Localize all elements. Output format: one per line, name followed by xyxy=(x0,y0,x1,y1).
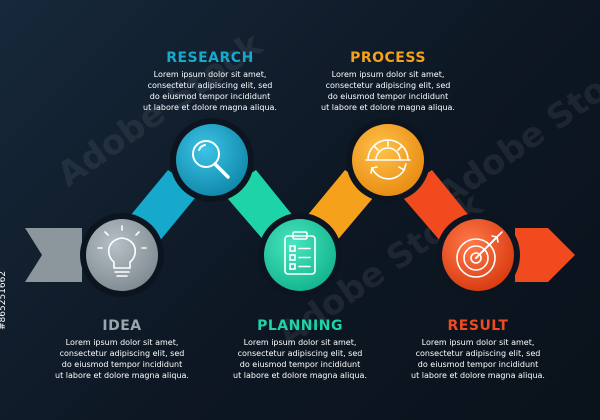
magnifier-icon xyxy=(192,140,230,179)
step-desc-idea: Lorem ipsum dolor sit amet, consectetur … xyxy=(55,338,189,380)
step-desc-process: Lorem ipsum dolor sit amet, consectetur … xyxy=(321,70,455,112)
circle-idea xyxy=(86,219,158,291)
step-desc-planning: Lorem ipsum dolor sit amet, consectetur … xyxy=(233,338,367,380)
step-title-process: PROCESS xyxy=(350,50,426,66)
step-title-research: RESEARCH xyxy=(166,50,254,66)
circle-planning xyxy=(264,219,336,291)
step-result: RESULT Lorem ipsum dolor sit amet, conse… xyxy=(388,318,568,381)
step-research: RESEARCH Lorem ipsum dolor sit amet, con… xyxy=(120,50,300,113)
step-desc-result: Lorem ipsum dolor sit amet, consectetur … xyxy=(411,338,545,380)
step-process: PROCESS Lorem ipsum dolor sit amet, cons… xyxy=(298,50,478,113)
target-arrow-icon xyxy=(456,231,503,278)
gear-cycle-icon xyxy=(365,139,411,180)
clipboard-checklist-icon xyxy=(284,231,316,275)
step-title-result: RESULT xyxy=(447,318,509,334)
stock-id-label: #865251662 xyxy=(0,270,8,330)
step-planning: PLANNING Lorem ipsum dolor sit amet, con… xyxy=(210,318,390,381)
ribbon-tail xyxy=(25,228,82,282)
step-desc-research: Lorem ipsum dolor sit amet, consectetur … xyxy=(143,70,277,112)
circle-research xyxy=(176,124,248,196)
lightbulb-icon xyxy=(97,225,147,277)
step-title-planning: PLANNING xyxy=(257,318,343,334)
step-title-idea: IDEA xyxy=(102,318,142,334)
ribbon-head-arrow xyxy=(515,228,575,282)
step-idea: IDEA Lorem ipsum dolor sit amet, consect… xyxy=(32,318,212,381)
